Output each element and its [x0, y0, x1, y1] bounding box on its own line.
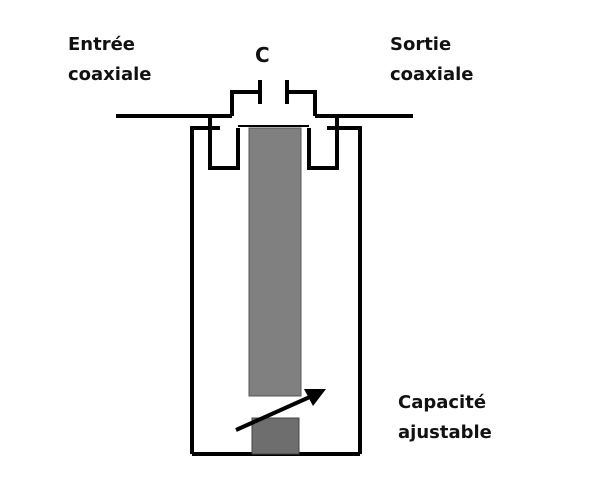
capacitor-label: C — [255, 43, 270, 67]
arrow-shaft — [235, 394, 313, 432]
output-label-line1: Sortie — [390, 34, 451, 55]
arrow-head — [304, 389, 326, 406]
input-label-line2: coaxiale — [68, 64, 152, 85]
input-coupling-loop — [208, 114, 240, 170]
center-conductor-rod — [248, 127, 302, 397]
output-label-line2: coaxiale — [390, 64, 474, 85]
output-coupling-loop — [307, 114, 339, 170]
coupling-loops — [208, 114, 339, 170]
cavity-left-wall — [190, 126, 220, 454]
adjustable-arrow — [235, 389, 326, 432]
capacitor-right-lead — [287, 90, 317, 116]
coupling-capacitor — [230, 80, 317, 116]
adjustable-capacitor-label-line2: ajustable — [398, 422, 492, 443]
capacitor-left-lead — [230, 90, 260, 116]
tuning-stub — [251, 417, 300, 455]
adjustable-capacitor-label-line1: Capacité — [398, 392, 486, 413]
input-label-line1: Entrée — [68, 34, 135, 55]
cavity-right-wall — [327, 126, 362, 454]
